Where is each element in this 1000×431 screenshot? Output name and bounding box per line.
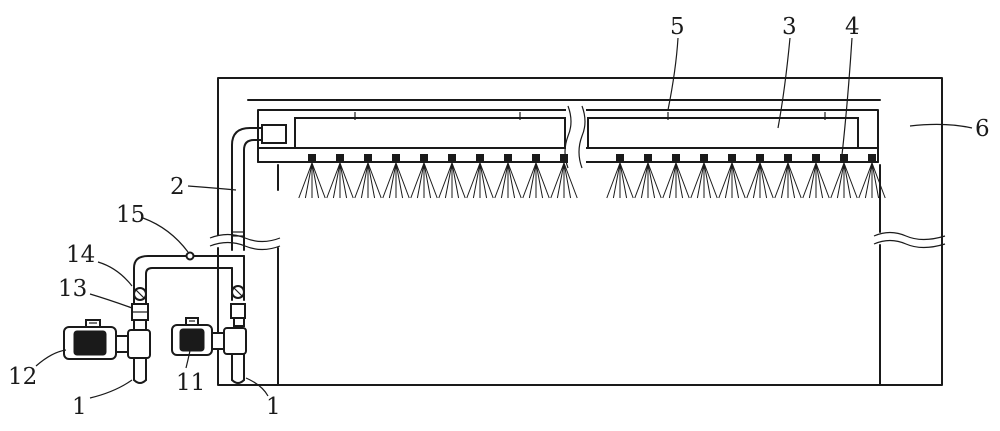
nozzle [662,154,690,199]
gauge-icon [185,251,195,261]
valve-icon [231,285,245,299]
nozzle [858,154,886,199]
nozzle [326,154,354,199]
nozzle-array [298,154,886,199]
label-5: 5 [670,14,685,40]
nozzle [606,154,634,199]
nozzle [382,154,410,199]
valve-icon [133,287,147,301]
nozzle [522,154,550,199]
part-labels: 5 3 4 6 2 15 14 13 12 1 11 1 [8,14,990,420]
nozzle [550,154,578,199]
right-pump-assembly [171,267,247,384]
label-1-right: 1 [266,394,281,420]
nozzle [830,154,858,199]
leader-lines [35,37,973,399]
label-11: 11 [176,370,205,396]
nozzle [774,154,802,199]
label-2: 2 [170,174,185,200]
tank-housing [209,77,946,386]
nozzle [466,154,494,199]
label-1-left: 1 [72,394,87,420]
label-4: 4 [845,14,860,40]
left-pump-assembly [63,287,151,384]
label-12: 12 [8,364,37,390]
label-6: 6 [975,116,990,142]
label-3: 3 [782,14,797,40]
nozzle [410,154,438,199]
nozzle [494,154,522,199]
label-14: 14 [66,242,95,268]
nozzle [438,154,466,199]
nozzle [634,154,662,199]
label-15: 15 [116,202,145,228]
nozzle [718,154,746,199]
nozzle [802,154,830,199]
cross-pipe [133,251,245,289]
supply-pipe [231,124,287,251]
label-13: 13 [58,276,87,302]
nozzle [298,154,326,199]
nozzle [690,154,718,199]
nozzle [746,154,774,199]
nozzle [354,154,382,199]
